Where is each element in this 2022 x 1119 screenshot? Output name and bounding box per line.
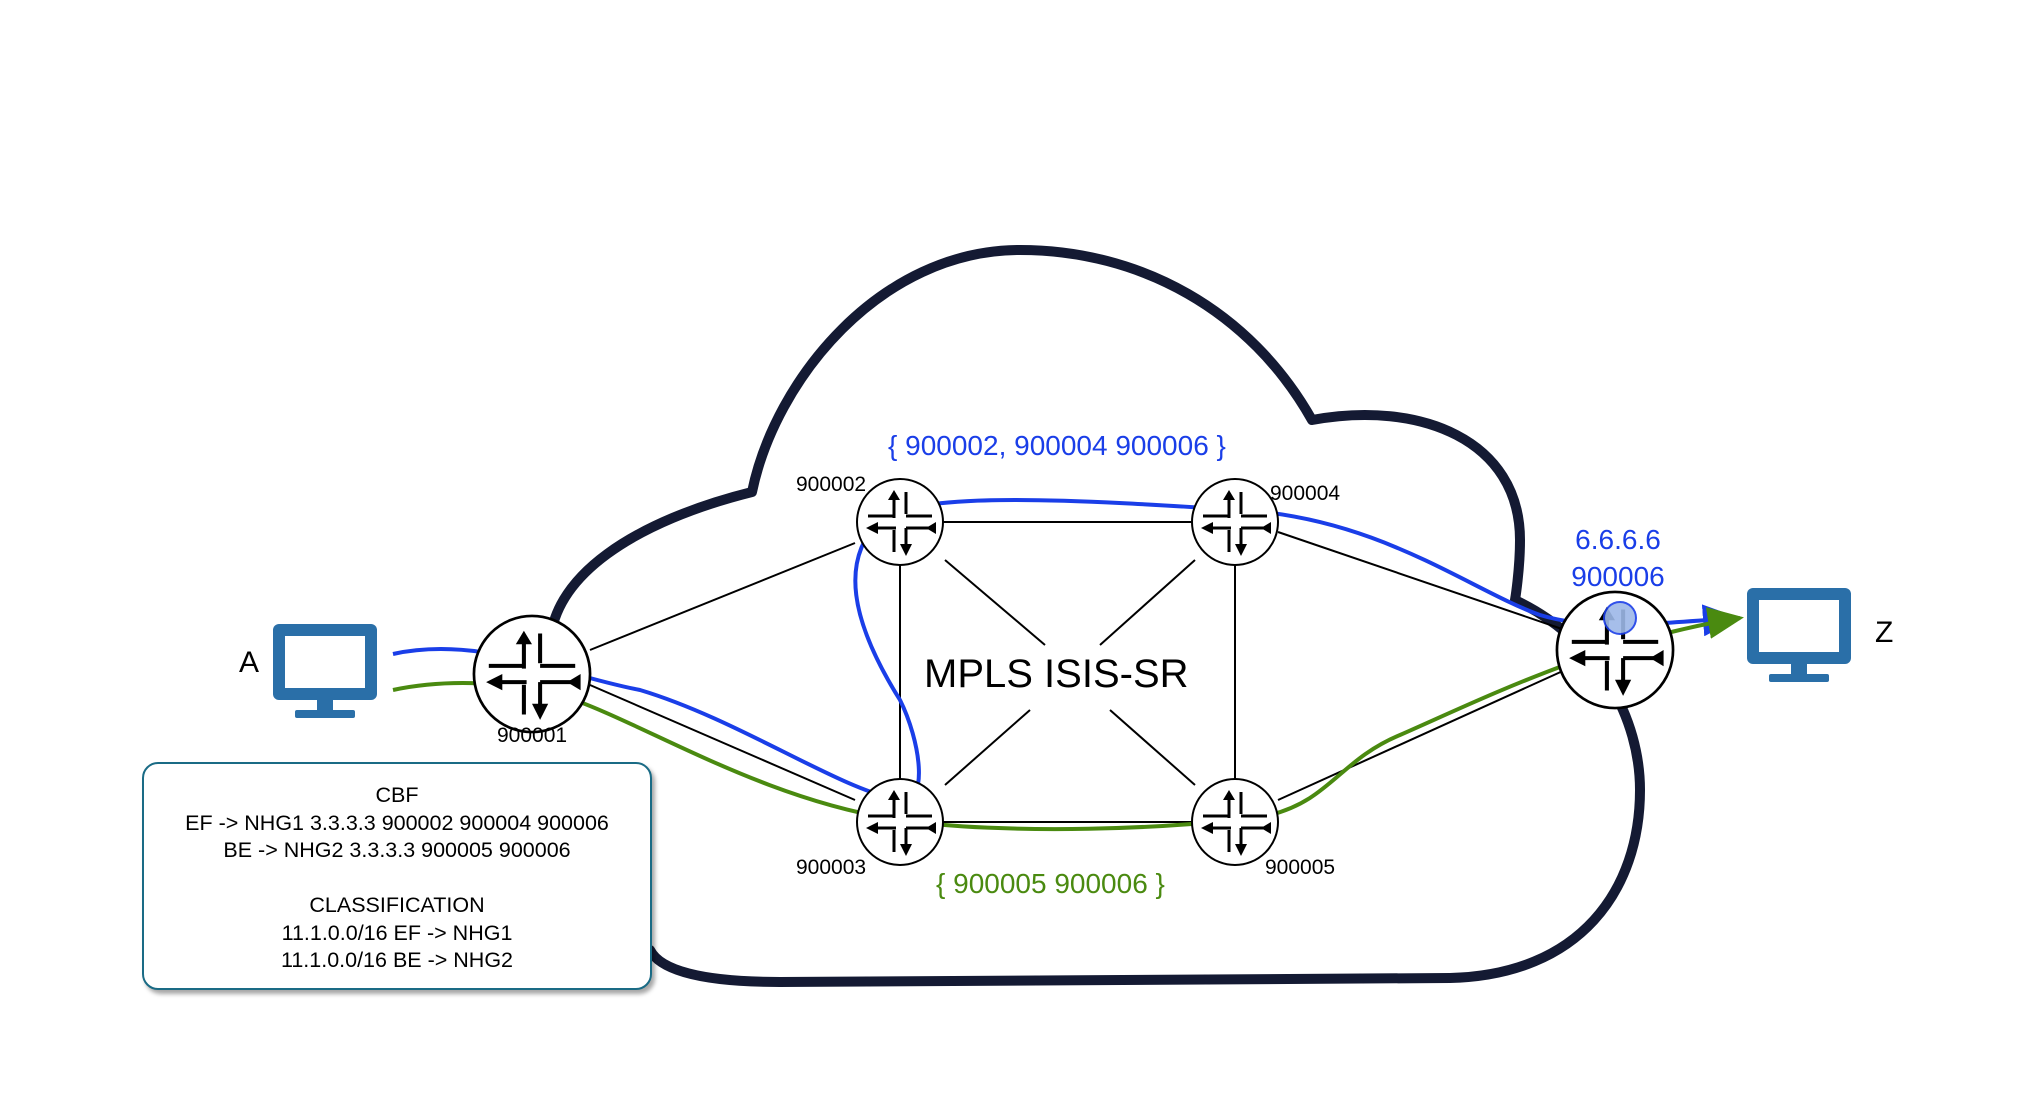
host-z-label: Z (1875, 616, 1894, 649)
cbf-line: BE -> NHG2 3.3.3.3 900005 900006 (223, 838, 571, 862)
cbf-line: CLASSIFICATION (309, 893, 485, 917)
cbf-line (144, 865, 650, 893)
router-label-6-6-6-6: 6.6.6.6 (1575, 524, 1661, 555)
cbf-line: 11.1.0.0/16 BE -> NHG2 (280, 948, 514, 972)
host-a-label: A (239, 646, 260, 679)
green-path-label: { 900005 900006 } (936, 868, 1165, 899)
cbf-line: CBF (375, 783, 419, 807)
router-label-900002: 900002 (796, 473, 867, 496)
router-label-900001: 900001 (497, 724, 568, 747)
cbf-line: 11.1.0.0/16 EF -> NHG1 (281, 920, 513, 945)
router-900003 (855, 777, 945, 867)
router-label-900003: 900003 (796, 856, 867, 879)
blue-path (392, 498, 1739, 803)
router-900004 (1190, 477, 1280, 567)
anycast-dot (1603, 601, 1637, 635)
cbf-line: EF -> NHG1 3.3.3.3 900002 900004 900006 (185, 810, 609, 835)
router-900002 (855, 477, 945, 567)
mpls-cloud (544, 245, 1645, 987)
network-links (589, 521, 1566, 823)
host-a-monitor-icon (273, 624, 377, 718)
router-900005 (1190, 777, 1280, 867)
router-900001 (474, 616, 590, 732)
router-label-900006: 900006 (1571, 561, 1665, 592)
router-label-900005: 900005 (1265, 856, 1336, 879)
blue-path-label: { 900002, 900004 900006 } (888, 430, 1226, 461)
diagram-title: MPLS ISIS-SR (924, 652, 1189, 696)
router-label-900004: 900004 (1270, 482, 1341, 505)
host-z-monitor-icon (1747, 588, 1851, 682)
cbf-config-box: CBF EF -> NHG1 3.3.3.3 900002 900004 900… (142, 762, 652, 990)
